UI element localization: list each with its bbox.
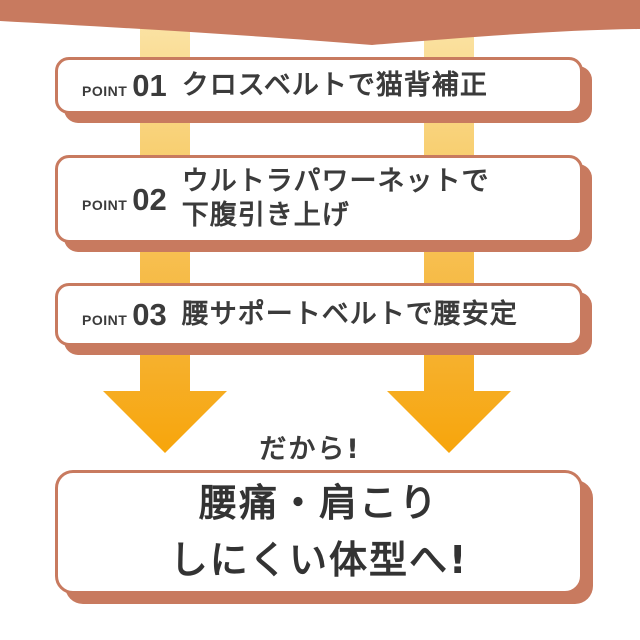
result-box: 腰痛・肩こり しにくい体型へ! [55, 470, 583, 594]
point-text-03: 腰サポートベルトで腰安定 [181, 298, 518, 330]
point-label-01: POINT 01 [82, 70, 167, 101]
point-number: 03 [132, 297, 167, 332]
point-word: POINT [82, 312, 128, 328]
point-box-01: POINT 01 クロスベルトで猫背補正 [55, 57, 583, 114]
point-label-02: POINT 02 [82, 184, 167, 215]
conclusion-lead: だから! [259, 434, 361, 465]
point-label-03: POINT 03 [82, 299, 167, 330]
point-text-02: ウルトラパワーネットで 下腹引き上げ [182, 165, 490, 233]
point-word: POINT [82, 83, 128, 99]
point-text-line: ウルトラパワーネットで [181, 166, 490, 198]
point-word: POINT [82, 196, 128, 213]
point-number: 02 [132, 181, 167, 217]
top-banner-shape [0, 0, 640, 45]
result-line: しにくい体型へ! [169, 538, 469, 582]
point-box-02: POINT 02 ウルトラパワーネットで 下腹引き上げ [55, 155, 583, 243]
point-text-01: クロスベルトで猫背補正 [181, 69, 488, 101]
result-line: 腰痛・肩こり [198, 481, 439, 525]
point-text-line: 下腹引き上げ [181, 200, 350, 231]
point-box-03: POINT 03 腰サポートベルトで腰安定 [55, 283, 583, 346]
point-number: 01 [132, 68, 167, 103]
